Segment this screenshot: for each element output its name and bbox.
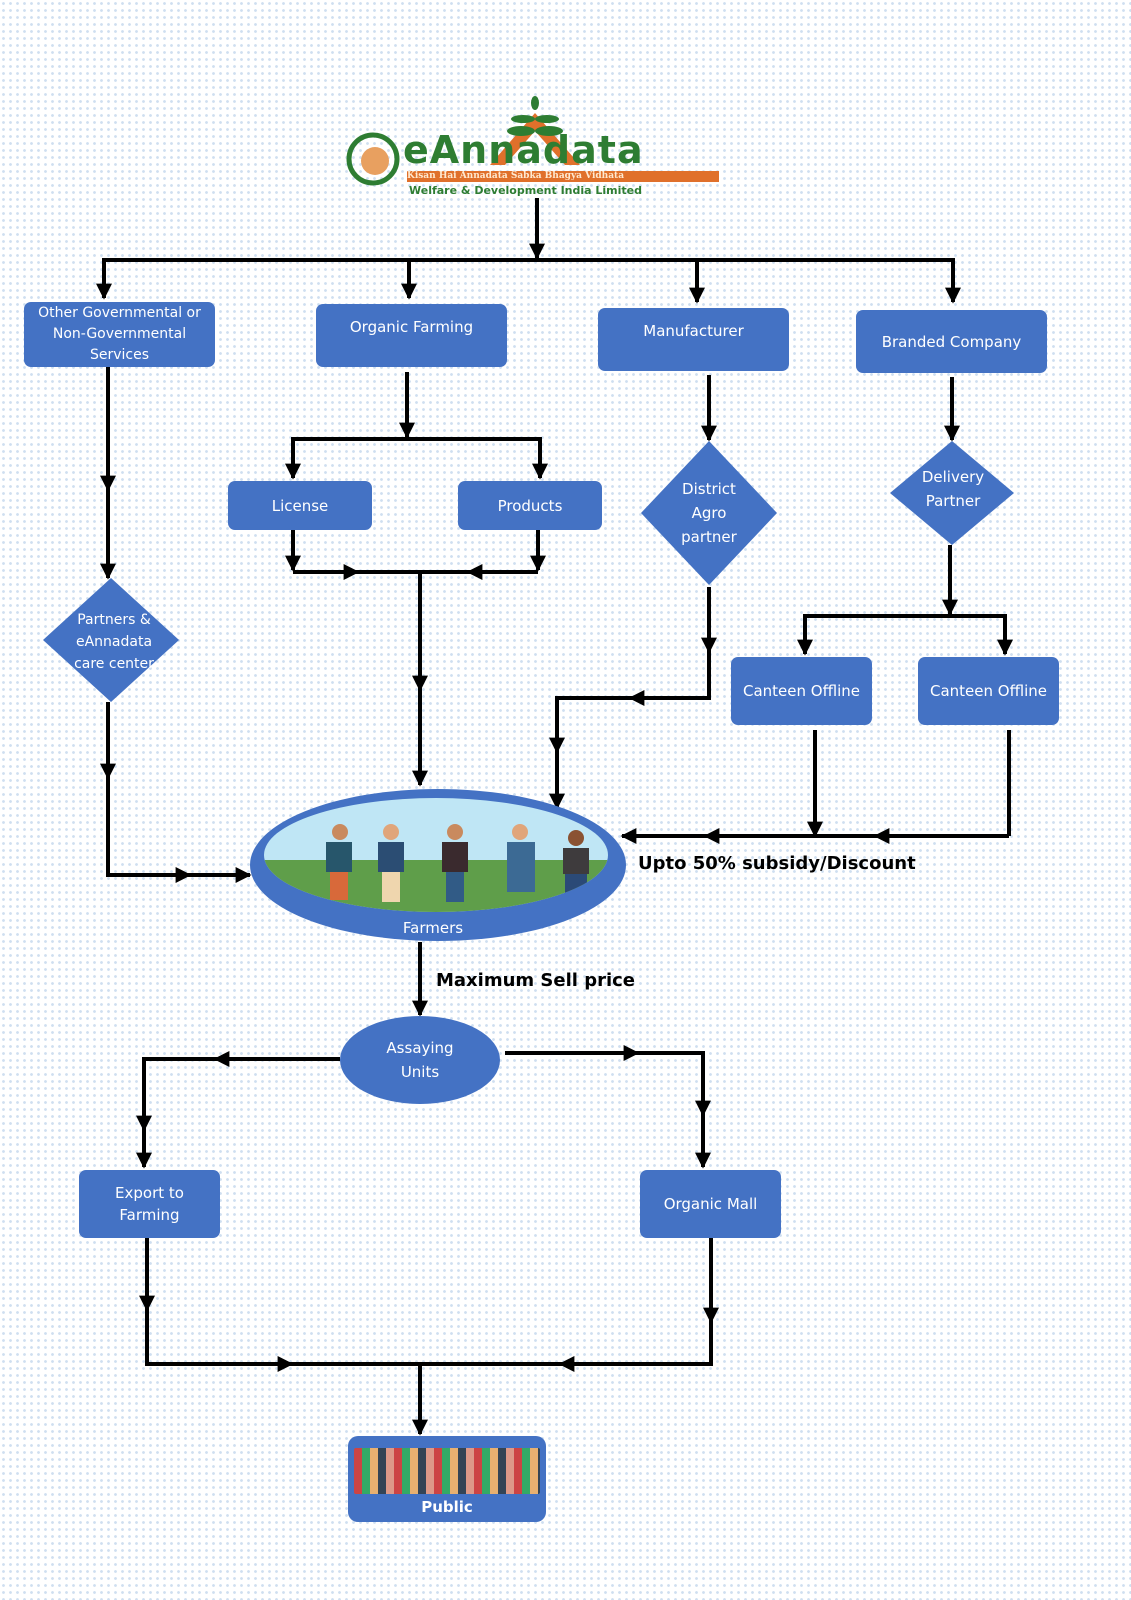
- manufacturer-node: Manufacturer: [598, 308, 789, 371]
- farmer-figure: [326, 824, 589, 902]
- logo-tagline: Kisan Hai Annadata Sabka Bhagya Vidhata: [407, 171, 719, 182]
- assaying-units-ellipse: [340, 1016, 500, 1104]
- assaying-units-label: Assaying Units: [386, 1039, 454, 1081]
- organic-mall-node: Organic Mall: [640, 1170, 781, 1238]
- organic-farming-node: Organic Farming: [316, 304, 507, 367]
- license-node: License: [228, 481, 372, 530]
- district-agro-label: District Agro partner: [681, 480, 737, 546]
- canteen-offline-node-1: Canteen Offline: [731, 657, 872, 725]
- logo-emblem-icon: [346, 96, 580, 186]
- delivery-partner-diamond: [890, 441, 1014, 545]
- partners-care-diamond: [43, 578, 179, 702]
- canteen-offline-node-2: Canteen Offline: [918, 657, 1059, 725]
- crowd-illustration: [354, 1448, 540, 1494]
- public-label: Public: [421, 1498, 473, 1516]
- max-sell-price-label: Maximum Sell price: [436, 970, 636, 991]
- district-agro-diamond: [641, 441, 777, 585]
- logo-wordmark: eAnnadata: [403, 128, 644, 172]
- subsidy-label: Upto 50% subsidy/Discount: [638, 853, 916, 874]
- export-node: Export to Farming: [79, 1170, 220, 1238]
- partners-care-label: Partners & eAnnadata care center: [74, 612, 154, 672]
- products-node: Products: [458, 481, 602, 530]
- eannadata-logo: eAnnadata Kisan Hai Annadata Sabka Bhagy…: [345, 95, 725, 199]
- branded-company-node: Branded Company: [856, 310, 1047, 373]
- farmers-illustration: [250, 789, 626, 941]
- farmers-label: Farmers: [402, 919, 464, 937]
- other-services-node: Other Governmental or Non-Governmental S…: [24, 302, 215, 367]
- public-node: Public: [348, 1436, 546, 1522]
- delivery-partner-label: Delivery Partner: [921, 468, 985, 510]
- logo-subtitle: Welfare & Development India Limited: [409, 184, 643, 197]
